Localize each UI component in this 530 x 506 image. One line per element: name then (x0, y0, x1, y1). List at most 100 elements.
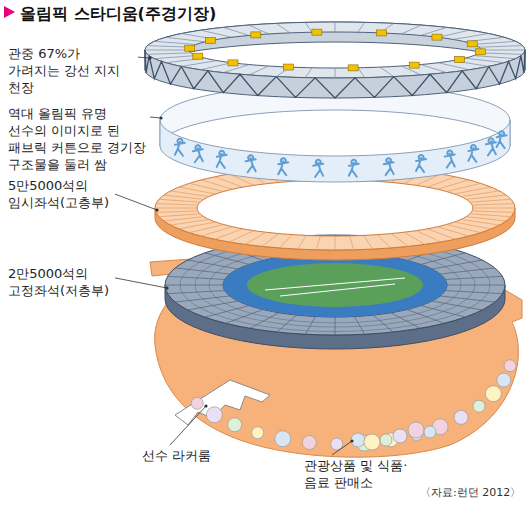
kiosk-pod (380, 434, 392, 446)
seat-line (473, 208, 515, 209)
ring-side (155, 208, 515, 260)
aisle (226, 310, 263, 324)
athlete-figure (468, 145, 478, 162)
callout-label: 선수 라커룸 (140, 448, 213, 465)
seat-line (189, 183, 223, 191)
aisle (165, 285, 223, 286)
seat-line (466, 195, 506, 199)
aisle (445, 276, 502, 279)
leader-dot (204, 404, 207, 407)
seat-line (159, 199, 200, 202)
cable (465, 58, 504, 63)
curtain-front (160, 120, 510, 182)
athlete-figure (384, 158, 394, 175)
callout-label: 관중 67%가 가려지는 강선 지지 천장 (6, 46, 138, 97)
seat-line (378, 235, 391, 248)
floodlight (475, 49, 485, 55)
cable (249, 66, 269, 75)
aisle (440, 268, 495, 274)
aisle (335, 317, 336, 335)
cable (147, 53, 190, 55)
title-marker (4, 6, 15, 18)
cable (438, 30, 469, 37)
seat-line (164, 217, 204, 221)
floodlight (185, 45, 195, 51)
leader-line (170, 406, 206, 445)
athlete-figure (445, 151, 455, 168)
floodlight (228, 60, 238, 66)
aisle (391, 313, 420, 329)
seat-line (472, 204, 514, 205)
callout-label: 5만5000석의 임시좌석(고층부) (6, 178, 115, 212)
floodlight (432, 34, 442, 40)
cable (154, 41, 196, 44)
cable (474, 41, 516, 44)
aisle (188, 301, 238, 310)
seat-line (364, 235, 373, 249)
floodlight (455, 56, 465, 62)
floodlight (409, 62, 419, 68)
cable (166, 37, 205, 42)
kiosk-pod (331, 438, 343, 450)
aisle (305, 317, 315, 335)
seat-line (171, 219, 209, 225)
leader-line (332, 441, 352, 455)
floodlight (193, 53, 203, 59)
seat-line (201, 227, 232, 236)
floodlight (205, 38, 215, 44)
seat-line (470, 214, 511, 217)
kiosk-pod (351, 433, 365, 447)
athlete-figure (349, 160, 359, 177)
kiosk-pod (424, 426, 436, 438)
seat-line (262, 234, 279, 247)
seat-line (461, 191, 499, 197)
athlete-figure (278, 158, 288, 175)
floodlight (377, 30, 387, 36)
cable (201, 63, 232, 70)
aisle (168, 276, 225, 279)
cable (154, 56, 196, 59)
seat-line (316, 236, 320, 250)
cable (276, 23, 290, 33)
aisle (175, 268, 230, 274)
cable (335, 22, 336, 32)
leader-dot (155, 208, 158, 211)
leader-dot (350, 439, 353, 442)
seat-line (391, 234, 408, 247)
callout-label: 관광상품 및 식품·음료 판매소 (302, 458, 421, 492)
aisle (440, 296, 495, 302)
aisle (373, 315, 393, 332)
cable (474, 56, 516, 59)
seat-line (155, 208, 197, 209)
kiosk-pod (252, 427, 264, 439)
seat-line (404, 232, 425, 244)
kiosk-pod (473, 400, 485, 412)
seat-line (156, 211, 198, 212)
source-caption: 〈자료:런던 2012〉 (418, 485, 523, 500)
seat-line (245, 232, 266, 244)
cable (479, 46, 522, 48)
seat-line (438, 180, 469, 189)
aisle (205, 306, 249, 318)
aisle (175, 296, 230, 302)
seat-line (159, 214, 200, 217)
roof-top (145, 22, 525, 78)
cable (479, 53, 522, 55)
cable (335, 68, 336, 78)
cable (201, 30, 232, 37)
cable (481, 50, 525, 51)
seat-line (447, 224, 481, 232)
aisle (354, 317, 364, 335)
field (247, 263, 423, 307)
cable (358, 22, 365, 32)
kiosk-pod (504, 360, 516, 372)
athlete-figure (193, 145, 203, 162)
cable (305, 22, 312, 32)
seat-line (298, 235, 307, 249)
seat-line (164, 195, 204, 199)
cable-roof-ring (145, 22, 525, 98)
seat-line (335, 236, 336, 250)
athlete-figure (416, 155, 426, 172)
leader-dot (159, 116, 162, 119)
kiosk-pod (275, 431, 291, 447)
